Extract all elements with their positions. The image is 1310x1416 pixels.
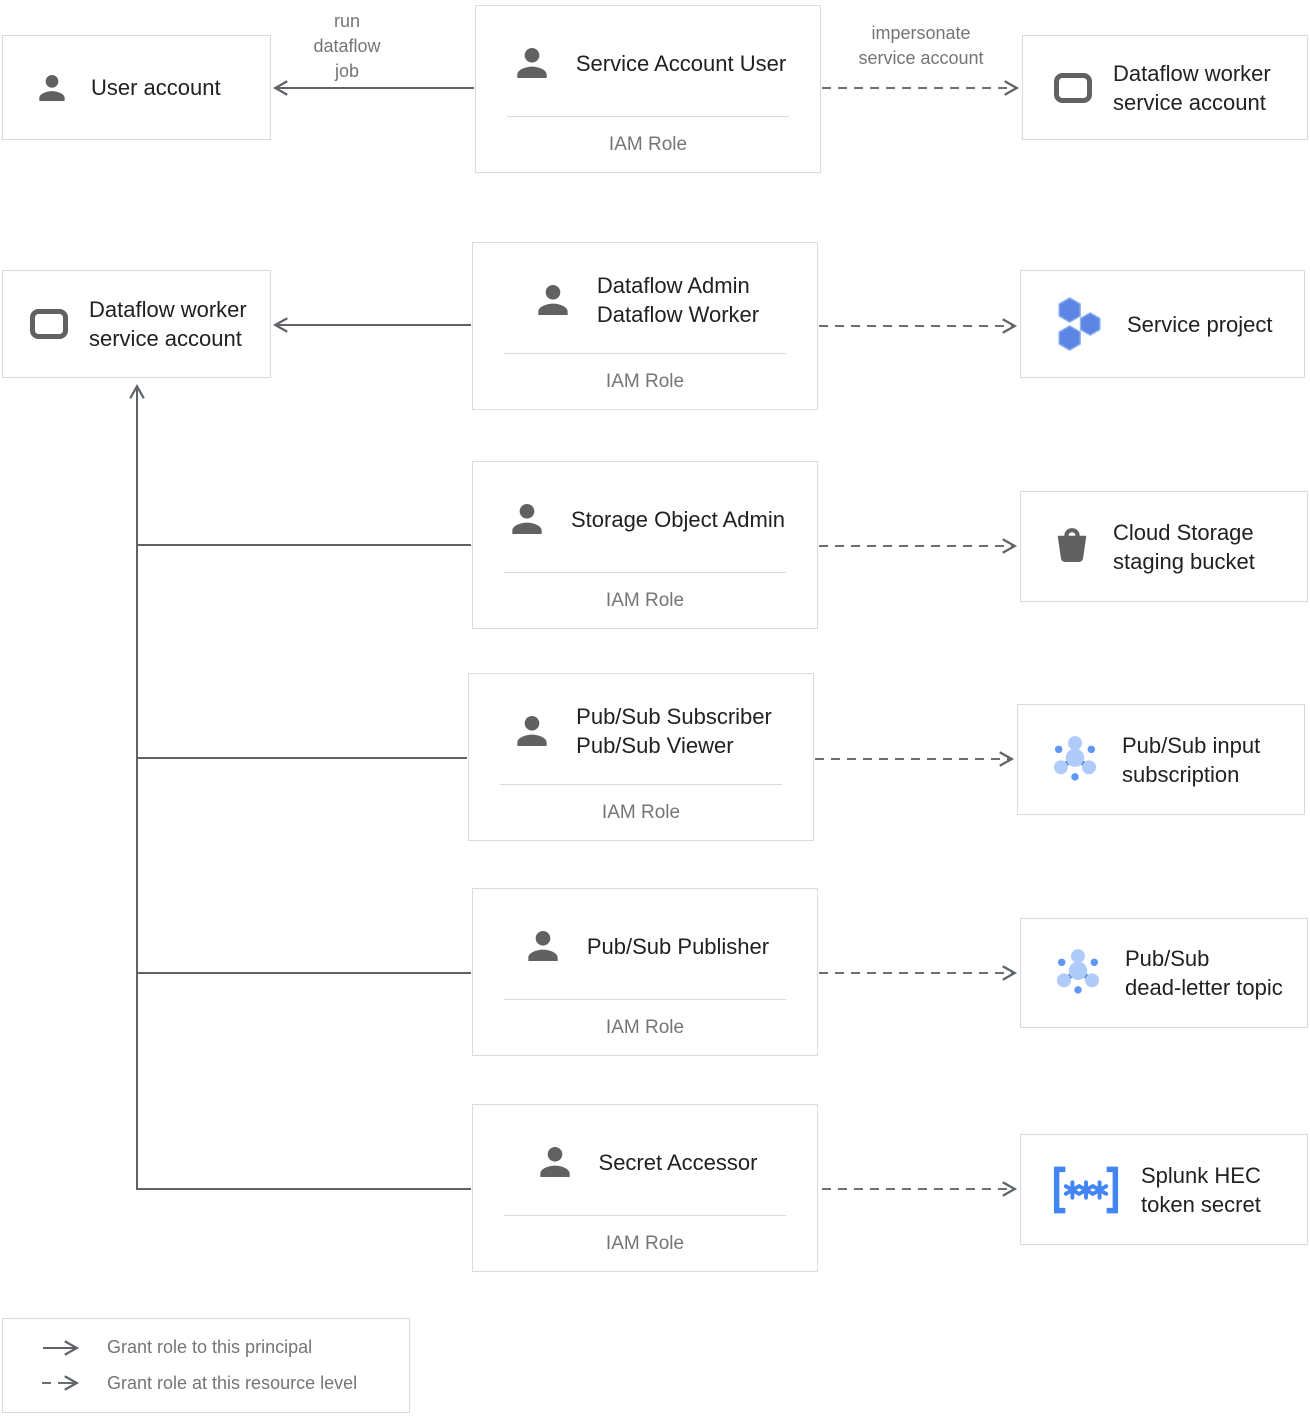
iam-role-label: IAM Role [605,589,685,611]
iam-role-label: IAM Role [605,1016,685,1038]
role-title: Pub/Sub Subscriber Pub/Sub Viewer [576,704,772,758]
edge-label-run-dataflow-job: run dataflow job [313,11,381,81]
person-icon [528,930,558,962]
person-icon [538,284,568,316]
divider [504,353,786,354]
node-user-account-label: User account [91,75,221,100]
iam-role-label: IAM Role [608,133,688,155]
legend-label-solid: Grant role to this principal [107,1337,313,1358]
person-icon [517,715,547,747]
node-label: Pub/Sub dead-letter topic [1125,946,1283,1000]
role-title: Secret Accessor [598,1149,758,1175]
solid-arrow-icon [43,1340,80,1356]
person-icon [539,1146,570,1178]
user-icon [39,74,65,101]
iam-role-label: IAM Role [601,801,681,823]
divider [504,1215,786,1216]
project-hexagons-icon [1058,297,1101,351]
node-cloud-storage-staging-bucket: Cloud Storage staging bucket [1020,491,1308,602]
divider [504,572,786,573]
pubsub-icon [1053,735,1097,781]
edge-label-impersonate-service-account: impersonate service account [858,23,984,68]
role-title: Service Account User [575,50,787,76]
storage-bucket-icon [1057,527,1087,562]
person-icon [517,47,547,79]
legend-item-solid: Grant role to this principal [3,1337,409,1358]
node-pubsub-dead-letter-topic: Pub/Sub dead-letter topic [1020,918,1308,1028]
node-label: Dataflow worker service account [1113,60,1271,115]
dashed-arrow-icon [42,1375,80,1391]
role-title: Storage Object Admin [570,506,785,532]
node-label: Service project [1127,311,1273,337]
person-icon [512,503,542,535]
role-box-dataflow-admin-worker: Dataflow Admin Dataflow Worker IAM Role [472,242,818,410]
node-user-account: User account [2,35,271,140]
role-box-pubsub-publisher: Pub/Sub Publisher IAM Role [472,888,818,1056]
node-dataflow-worker-service-account-top: Dataflow worker service account [1022,35,1308,140]
node-splunk-hec-token-secret: Splunk HEC token secret [1020,1134,1308,1245]
iam-role-label: IAM Role [605,1232,685,1254]
role-box-pubsub-subscriber-viewer: Pub/Sub Subscriber Pub/Sub Viewer IAM Ro… [468,673,814,841]
role-title: Pub/Sub Publisher [586,933,770,959]
edge-trunk-to-dataflow-worker-sa [129,383,471,1190]
node-label: Splunk HEC token secret [1141,1162,1261,1217]
divider [507,116,789,117]
divider [500,784,782,785]
service-account-icon [1054,72,1092,103]
iam-role-label: IAM Role [605,370,685,392]
node-dataflow-worker-service-account-left: Dataflow worker service account [2,270,271,378]
role-box-storage-object-admin: Storage Object Admin IAM Role [472,461,818,629]
legend: Grant role to this principal Grant role … [2,1318,410,1413]
role-box-service-account-user: Service Account User IAM Role [475,5,821,173]
legend-item-dashed: Grant role at this resource level [3,1373,409,1394]
service-account-icon [30,309,68,339]
node-label: Dataflow worker service account [89,297,247,351]
node-label: Pub/Sub input subscription [1122,732,1261,787]
legend-label-dashed: Grant role at this resource level [107,1372,358,1393]
node-pubsub-input-subscription: Pub/Sub input subscription [1017,704,1305,815]
pubsub-icon [1056,949,1100,994]
role-title: Dataflow Admin Dataflow Worker [596,273,760,327]
secret-icon [1053,1166,1119,1213]
divider [504,999,786,1000]
node-label: Cloud Storage staging bucket [1113,519,1255,574]
node-service-project: Service project [1020,270,1305,378]
role-box-secret-accessor: Secret Accessor IAM Role [472,1104,818,1272]
